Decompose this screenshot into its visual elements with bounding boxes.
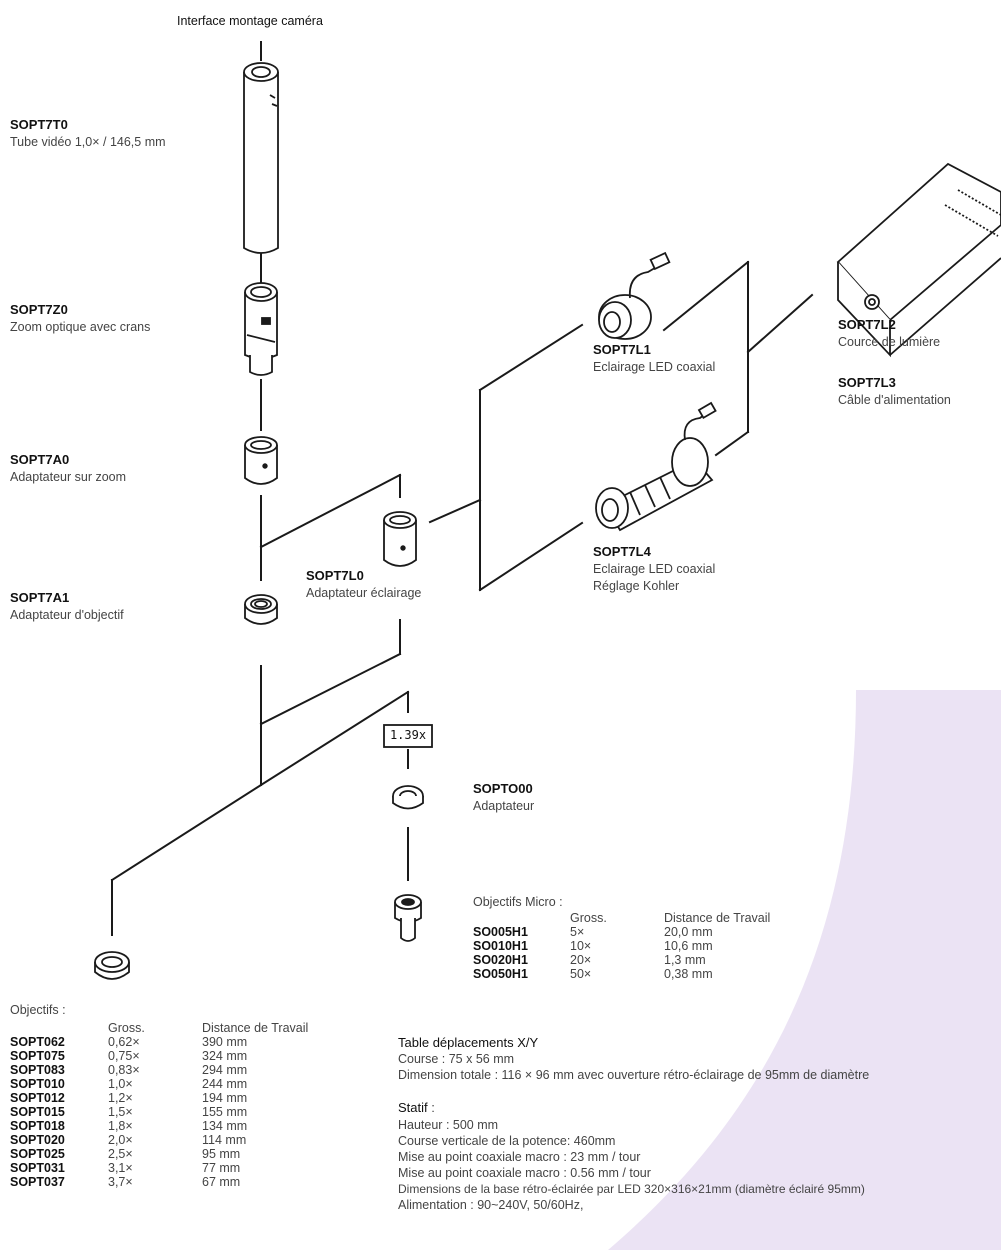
objectif-row-code: SOPT012: [10, 1091, 65, 1105]
table-xy-title: Table déplacements X/Y: [398, 1035, 539, 1050]
micro-header-gross: Gross.: [570, 911, 607, 925]
sopt7l3-desc: Câble d'alimentation: [838, 393, 951, 407]
objectif-row-code: SOPT075: [10, 1049, 65, 1063]
micro-row-distance: 10,6 mm: [664, 939, 713, 953]
sopt7a0-desc: Adaptateur sur zoom: [10, 470, 127, 484]
objectif-row-code: SOPT025: [10, 1147, 65, 1161]
objectif-row-code: SOPT083: [10, 1063, 65, 1077]
sopt7a1-code: SOPT7A1: [10, 590, 70, 605]
adaptateur-ring-drawing: [392, 785, 424, 810]
objectifs-header-gross: Gross.: [108, 1021, 145, 1035]
objectif-row-distance: 67 mm: [202, 1175, 241, 1189]
tube-video-drawing: [243, 62, 279, 254]
micro-title: Objectifs Micro :: [473, 895, 563, 909]
micro-row-gross: 50×: [570, 967, 592, 981]
led-kohler-drawing: [595, 401, 717, 532]
statif-title: Statif :: [398, 1100, 435, 1115]
micro-row-code: SO020H1: [473, 953, 528, 967]
magnifier-label: 1.39x: [389, 728, 427, 742]
led-coaxial-drawing: [598, 251, 671, 340]
statif-line: Alimentation : 90~240V, 50/60Hz,: [398, 1198, 584, 1212]
objectif-row-distance: 324 mm: [202, 1049, 248, 1063]
sopt7l0-desc: Adaptateur éclairage: [306, 586, 422, 600]
table-xy-line-2: Dimension totale : 116 × 96 mm avec ouve…: [398, 1068, 870, 1082]
sopt7z0-desc: Zoom optique avec crans: [10, 320, 151, 334]
micro-row-code: SO010H1: [473, 939, 528, 953]
micro-row-gross: 5×: [570, 925, 585, 939]
objectif-row-code: SOPT037: [10, 1175, 65, 1189]
sopt7a1-desc: Adaptateur d'objectif: [10, 608, 124, 622]
objectif-row-distance: 77 mm: [202, 1161, 241, 1175]
magnifier-box: [383, 724, 433, 748]
objectif-row-distance: 194 mm: [202, 1091, 248, 1105]
sopt7l4-desc-2: Réglage Kohler: [593, 579, 680, 593]
light-source-box-drawing: [836, 162, 1001, 358]
objectif-row-gross: 3,1×: [108, 1161, 133, 1175]
sopt7z0-code: SOPT7Z0: [10, 302, 68, 317]
statif-line: Hauteur : 500 mm: [398, 1118, 499, 1132]
micro-objectif-drawing: [394, 894, 422, 942]
adapter-eclairage-drawing: [383, 511, 417, 567]
objectif-row-distance: 155 mm: [202, 1105, 248, 1119]
objectifs-title: Objectifs :: [10, 1003, 66, 1017]
objectif-row-distance: 134 mm: [202, 1119, 248, 1133]
objectif-row-gross: 0,75×: [108, 1049, 140, 1063]
objectif-row-code: SOPT010: [10, 1077, 65, 1091]
objectif-row-distance: 114 mm: [202, 1133, 247, 1147]
objectif-row-distance: 95 mm: [202, 1147, 241, 1161]
objectifs-header-distance: Distance de Travail: [202, 1021, 309, 1035]
micro-header-distance: Distance de Travail: [664, 911, 771, 925]
micro-row-code: SO050H1: [473, 967, 528, 981]
objectif-row-gross: 1,8×: [108, 1119, 133, 1133]
micro-row-distance: 1,3 mm: [664, 953, 706, 967]
objectif-row-gross: 3,7×: [108, 1175, 133, 1189]
adapter-zoom-drawing: [244, 436, 278, 485]
statif-line: Mise au point coaxiale macro : 23 mm / t…: [398, 1150, 641, 1164]
objectif-lens-drawing: [94, 951, 130, 980]
micro-row-distance: 20,0 mm: [664, 925, 713, 939]
sopt7l2-code: SOPT7L2: [838, 317, 896, 332]
statif-line: Mise au point coaxiale macro : 0.56 mm /…: [398, 1166, 651, 1180]
micro-row-gross: 20×: [570, 953, 592, 967]
objectif-row-gross: 1,2×: [108, 1091, 133, 1105]
sopt7t0-desc: Tube vidéo 1,0× / 146,5 mm: [10, 135, 166, 149]
micro-row-distance: 0,38 mm: [664, 967, 713, 981]
objectif-row-code: SOPT031: [10, 1161, 65, 1175]
objectif-row-gross: 2,5×: [108, 1147, 133, 1161]
sopt7l4-desc-1: Eclairage LED coaxial: [593, 562, 716, 576]
objectif-row-gross: 1,0×: [108, 1077, 133, 1091]
objectif-row-gross: 0,83×: [108, 1063, 140, 1077]
adapter-objectif-drawing: [244, 594, 278, 625]
sopt7l2-desc: Cource de lumière: [838, 335, 941, 349]
sopt7l4-code: SOPT7L4: [593, 544, 651, 559]
table-xy-line-1: Course : 75 x 56 mm: [398, 1052, 515, 1066]
objectif-row-code: SOPT062: [10, 1035, 65, 1049]
objectif-row-distance: 244 mm: [202, 1077, 248, 1091]
objectif-row-gross: 2,0×: [108, 1133, 133, 1147]
objectif-row-distance: 390 mm: [202, 1035, 248, 1049]
micro-row-gross: 10×: [570, 939, 592, 953]
sopt7l1-desc: Eclairage LED coaxial: [593, 360, 716, 374]
objectif-row-code: SOPT015: [10, 1105, 65, 1119]
sopt7l0-code: SOPT7L0: [306, 568, 364, 583]
zoom-drawing: [244, 282, 278, 376]
sopto00-code: SOPTO00: [473, 781, 533, 796]
sopt7l3-code: SOPT7L3: [838, 375, 896, 390]
micro-row-code: SO005H1: [473, 925, 528, 939]
sopto00-desc: Adaptateur: [473, 799, 535, 813]
objectif-row-gross: 1,5×: [108, 1105, 133, 1119]
statif-line: Course verticale de la potence: 460mm: [398, 1134, 616, 1148]
camera-interface-label: Interface montage caméra: [177, 14, 323, 28]
sopt7l1-code: SOPT7L1: [593, 342, 651, 357]
objectif-row-code: SOPT018: [10, 1119, 65, 1133]
objectif-row-gross: 0,62×: [108, 1035, 140, 1049]
sopt7t0-code: SOPT7T0: [10, 117, 68, 132]
objectif-row-code: SOPT020: [10, 1133, 65, 1147]
objectif-row-distance: 294 mm: [202, 1063, 248, 1077]
statif-line: Dimensions de la base rétro-éclairée par…: [398, 1182, 865, 1196]
sopt7a0-code: SOPT7A0: [10, 452, 70, 467]
